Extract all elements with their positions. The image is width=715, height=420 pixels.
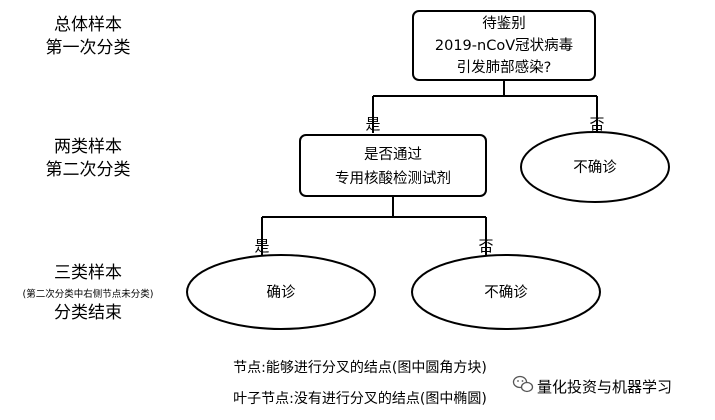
- leaf-negative-label: 不确诊: [484, 284, 528, 301]
- root-node: 待鉴别 2019-nCoV冠状病毒 引发肺部感染?: [412, 10, 596, 81]
- legend-node: 节点:能够进行分叉的结点(图中圆角方块): [233, 360, 487, 376]
- level-label-2: 两类样本 第二次分类: [46, 137, 131, 180]
- test-node-line-1: 是否通过: [364, 146, 422, 163]
- leaf-confirmed-label: 确诊: [267, 284, 296, 301]
- watermark: 量化投资与机器学习: [512, 375, 672, 396]
- leaf-confirmed-ellipse: [186, 254, 376, 330]
- root-yes-label: 是: [365, 115, 380, 133]
- level-2-line-1: 两类样本: [54, 137, 122, 157]
- level-label-1: 总体样本 第一次分类: [46, 15, 131, 58]
- leaf-right: 不确诊: [520, 131, 670, 203]
- legend-leaf: 叶子节点:没有进行分叉的结点(图中椭圆): [233, 391, 487, 407]
- root-no-label: 否: [589, 115, 604, 133]
- level-1-line-2: 第一次分类: [46, 38, 131, 58]
- level-label-3: 三类样本 (第二次分类中右侧节点未分类) 分类结束: [23, 263, 154, 323]
- test-yes-label: 是: [254, 237, 269, 255]
- leaf-confirmed: 确诊: [186, 254, 376, 330]
- root-connector: [372, 80, 598, 133]
- level-3-note: (第二次分类中右侧节点未分类): [23, 288, 154, 300]
- test-connector: [261, 196, 487, 256]
- leaf-right-label: 不确诊: [573, 159, 617, 176]
- leaf-negative-ellipse: [411, 254, 601, 330]
- level-1-line-1: 总体样本: [54, 15, 122, 35]
- level-3-line-2: 分类结束: [54, 303, 122, 323]
- root-node-line-3: 引发肺部感染?: [457, 59, 552, 76]
- wechat-icon: [512, 375, 534, 393]
- root-node-line-1: 待鉴别: [482, 15, 526, 32]
- leaf-negative: 不确诊: [411, 254, 601, 330]
- test-node-line-2: 专用核酸检测试剂: [335, 170, 451, 187]
- watermark-text: 量化投资与机器学习: [537, 378, 672, 396]
- level-3-line-1: 三类样本: [54, 263, 122, 283]
- test-no-label: 否: [478, 237, 493, 255]
- leaf-right-ellipse: [520, 131, 670, 203]
- test-node: 是否通过 专用核酸检测试剂: [299, 134, 487, 197]
- level-2-line-2: 第二次分类: [46, 160, 131, 180]
- root-node-line-2: 2019-nCoV冠状病毒: [435, 37, 573, 54]
